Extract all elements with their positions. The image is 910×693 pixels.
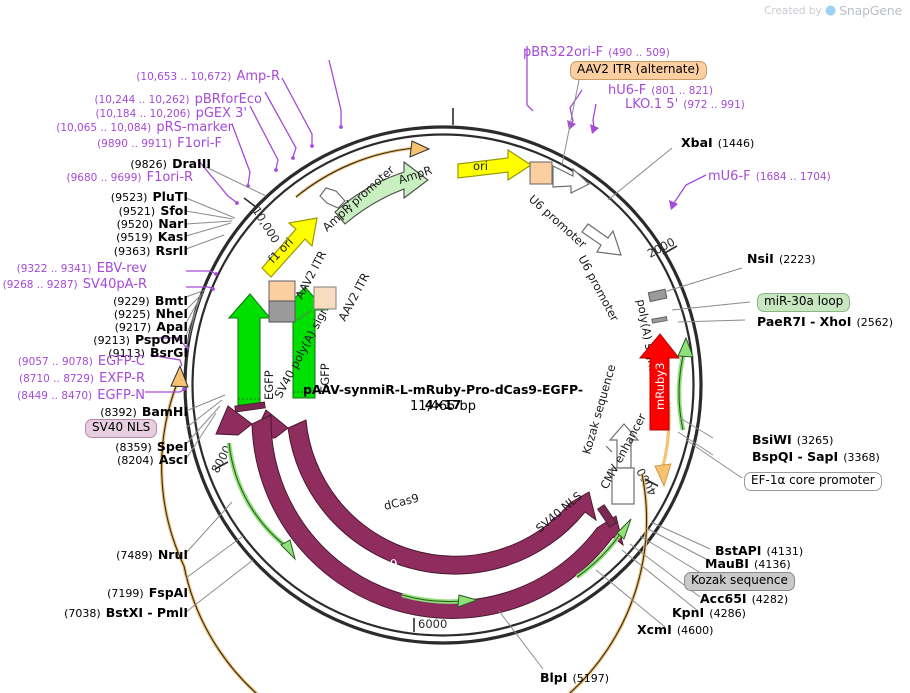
- feature-ori: ori: [457, 148, 533, 182]
- label-xbai: XbaI (1446): [681, 135, 755, 150]
- watermark-created-by: Created by: [764, 4, 822, 17]
- snapgene-droplet-icon: ●: [824, 3, 837, 18]
- label-paer7i-xhoi: PaeR7I - XhoI (2562): [757, 314, 894, 329]
- watermark-brand: SnapGene: [839, 3, 902, 18]
- page-title: pAAV-synmiR-L-mRuby-Pro-dCas9-EGFP-4×17: [303, 382, 583, 412]
- label-acc65i: Acc65I (4282): [700, 591, 789, 606]
- label-pbr322ori-f: pBR322ori-F (490 .. 509): [523, 45, 670, 60]
- svg-text:10,000: 10,000: [249, 204, 282, 246]
- label-f1ori-r: (9680 .. 9699) F1ori-R: [66, 170, 193, 185]
- transcript-green-arrows: [226, 442, 632, 608]
- tag-aav2-itr-alternate: AAV2 ITR (alternate): [570, 61, 707, 80]
- label-draiii: (9826) DraIII: [130, 156, 211, 171]
- label-amp-r: (10,653 .. 10,672) Amp-R: [136, 69, 280, 84]
- label-ebv-rev: (9322 .. 9341) EBV-rev: [16, 261, 147, 276]
- label-sv40pa-r: (9268 .. 9287) SV40pA-R: [2, 277, 147, 292]
- label-egfp-n: (8449 .. 8470) EGFP-N: [17, 388, 145, 403]
- plasmid-size: 11,465 bp: [409, 399, 477, 414]
- label-nari: (9520) NarI: [116, 216, 188, 231]
- label-bmti: (9229) BmtI: [113, 293, 188, 308]
- label-mu6-f: mU6-F (1684 .. 1704): [708, 169, 831, 184]
- feature-cmv-enhancer: CMV enhancer: [597, 411, 649, 505]
- label-hu6-f: hU6-F (801 .. 821): [608, 83, 713, 98]
- label-lko1-5prime: LKO.1 5' (972 .. 991): [625, 97, 745, 112]
- svg-text:2000: 2000: [645, 235, 677, 261]
- ruler-ticks: [214, 108, 678, 632]
- label-nhei: (9225) NheI: [113, 306, 188, 321]
- label-pspomi: (9213) PspOMI: [93, 332, 188, 347]
- label-kasi: (9519) KasI: [116, 229, 188, 244]
- label-pbrforeco: (10,244 .. 10,262) pBRforEco: [94, 92, 262, 107]
- svg-text:6000: 6000: [418, 617, 447, 631]
- label-nrui: (7489) NruI: [116, 547, 188, 562]
- label-bsiwi: BsiWI (3265): [752, 432, 834, 447]
- label-bamhi: (8392) BamHI: [100, 404, 188, 419]
- leader-lines: [145, 46, 751, 670]
- snapgene-watermark: Created by ● SnapGene: [764, 3, 902, 18]
- label-egfp-c: (9057 .. 9078) EGFP-C: [17, 354, 145, 369]
- svg-text:AAV2 ITR: AAV2 ITR: [335, 270, 372, 323]
- label-blpi: BlpI (5197): [540, 670, 610, 685]
- svg-text:U6 promoter: U6 promoter: [575, 253, 622, 324]
- label-exfp-r: (8710 .. 8729) EXFP-R: [19, 371, 145, 386]
- label-spei: (8359) SpeI: [115, 439, 188, 454]
- label-prs-marker: (10,065 .. 10,084) pRS-marker: [56, 120, 233, 135]
- label-maubi: MauBI (4136): [705, 556, 791, 571]
- label-kpni: KpnI (4286): [672, 605, 746, 620]
- label-bsrgi: (9113) BsrGI: [108, 345, 188, 360]
- label-apai: (9217) ApaI: [114, 319, 188, 334]
- feature-u6-promoter-1: U6 promoter: [526, 161, 591, 251]
- label-bspqi-sapi: BspQI - SapI (3368): [752, 449, 880, 464]
- svg-text:mRuby3: mRuby3: [653, 363, 667, 410]
- label-sfoi: (9521) SfoI: [118, 203, 188, 218]
- tag-ef1a-core-promoter: EF-1α core promoter: [744, 472, 882, 491]
- svg-text:dCas9: dCas9: [382, 491, 420, 513]
- svg-text:EGFP: EGFP: [262, 370, 276, 400]
- label-asci: (8204) AscI: [117, 452, 188, 467]
- tag-kozak-sequence: Kozak sequence: [684, 572, 795, 591]
- label-bstapi: BstAPI (4131): [715, 543, 804, 558]
- svg-text:EGFP: EGFP: [318, 363, 332, 393]
- feature-mruby3: mRuby3: [638, 333, 694, 431]
- svg-text:U6 promoter: U6 promoter: [526, 192, 590, 251]
- label-xcmi: XcmI (4600): [637, 622, 714, 637]
- feature-egfp-1: EGFP: [227, 293, 276, 413]
- label-bstxi-pmli: (7038) BstXI - PmlI: [64, 605, 188, 620]
- label-fspai: (7199) FspAI: [107, 585, 188, 600]
- transcript-arcs: [159, 140, 672, 693]
- tag-mir-30a-loop: miR-30a loop: [757, 293, 851, 312]
- svg-text:ori: ori: [473, 159, 488, 173]
- label-pluti: (9523) PluTI: [110, 189, 188, 204]
- feature-cas9: Cas9 SV40 NLS: [215, 405, 624, 619]
- label-f1ori-f: (9890 .. 9911) F1ori-F: [97, 136, 222, 151]
- tag-sv40-nls: SV40 NLS: [85, 419, 158, 438]
- label-nsii: NsiI (2223): [747, 251, 816, 266]
- svg-text:Cas9: Cas9: [368, 556, 398, 574]
- label-pgex-3prime: (10,184 .. 10,206) pGEX 3': [95, 106, 247, 121]
- feature-ampr: AmpR: [334, 160, 434, 225]
- label-rsrii: (9363) RsrII: [113, 243, 188, 258]
